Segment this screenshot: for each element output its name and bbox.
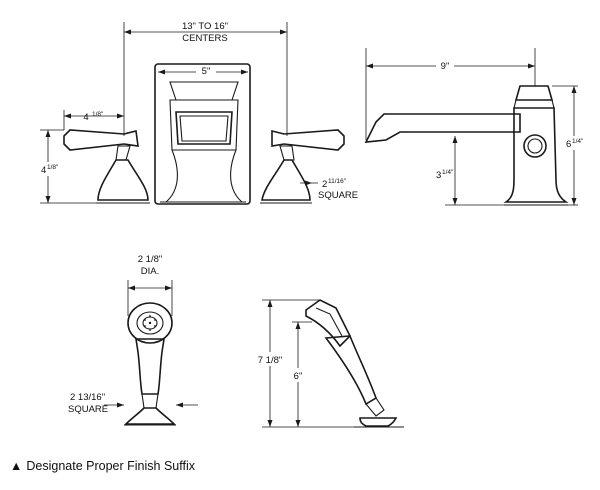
handle-height-main: 4 xyxy=(41,165,46,176)
spout-height-main: 6 xyxy=(566,139,571,150)
spout-outlet-main: 3 xyxy=(436,170,441,181)
handle-height-dimension: 4 1/8" xyxy=(36,129,96,204)
handle-width-dimension: 4 1/8" xyxy=(63,110,124,130)
spout-width-dimension: 5" xyxy=(158,64,248,77)
handshower-square-label: 2 13/16" xyxy=(70,392,105,403)
spout-width-label: 5" xyxy=(202,66,211,77)
square-size-frac: 11/16" xyxy=(328,178,347,185)
handshower-square-word: SQUARE xyxy=(68,404,108,415)
finish-suffix-note: ▲Designate Proper Finish Suffix xyxy=(10,459,195,473)
right-handle-view xyxy=(260,129,345,204)
handshower-dia-word: DIA. xyxy=(141,266,159,277)
triangle-icon: ▲ xyxy=(10,459,23,473)
spout-height-dimension: 6 1/4" xyxy=(552,85,590,206)
centers-dimension: 13" TO 16" CENTERS xyxy=(123,21,288,136)
square-dimension: 2 11/16" SQUARE xyxy=(300,178,358,201)
handle-width-frac: 1/8" xyxy=(92,111,104,118)
centers-word-label: CENTERS xyxy=(182,33,227,44)
handshower-front-view xyxy=(124,302,176,426)
spout-front-view xyxy=(154,63,251,205)
handshower-total-height-dimension: 7 1/8" xyxy=(252,299,354,428)
spout-outlet-frac: 1/4" xyxy=(442,169,454,176)
square-word-label: SQUARE xyxy=(318,190,358,201)
handshower-dia-dimension: 2 1/8" DIA. xyxy=(127,254,173,316)
handshower-height-dimension: 6" xyxy=(288,321,312,427)
finish-suffix-text: Designate Proper Finish Suffix xyxy=(26,459,195,473)
handshower-total-height-label: 7 1/8" xyxy=(258,355,283,366)
handshower-dia-label: 2 1/8" xyxy=(138,254,163,265)
spout-side-view xyxy=(364,85,569,206)
handshower-side-view xyxy=(305,299,404,428)
centers-range-label: 13" TO 16" xyxy=(182,21,228,32)
left-handle-view xyxy=(63,129,150,204)
spout-outlet-dimension: 3 1/4" xyxy=(436,136,504,206)
spout-height-frac: 1/4" xyxy=(572,138,584,145)
handle-height-frac: 1/8" xyxy=(47,164,59,171)
handle-width-main: 4 xyxy=(83,112,88,123)
spout-reach-label: 9" xyxy=(441,61,450,72)
handshower-height-label: 6" xyxy=(294,371,303,382)
spout-reach-dimension: 9" xyxy=(365,48,536,140)
handshower-square-dimension: 2 13/16" SQUARE xyxy=(68,392,198,415)
square-size-main: 2 xyxy=(322,179,327,190)
